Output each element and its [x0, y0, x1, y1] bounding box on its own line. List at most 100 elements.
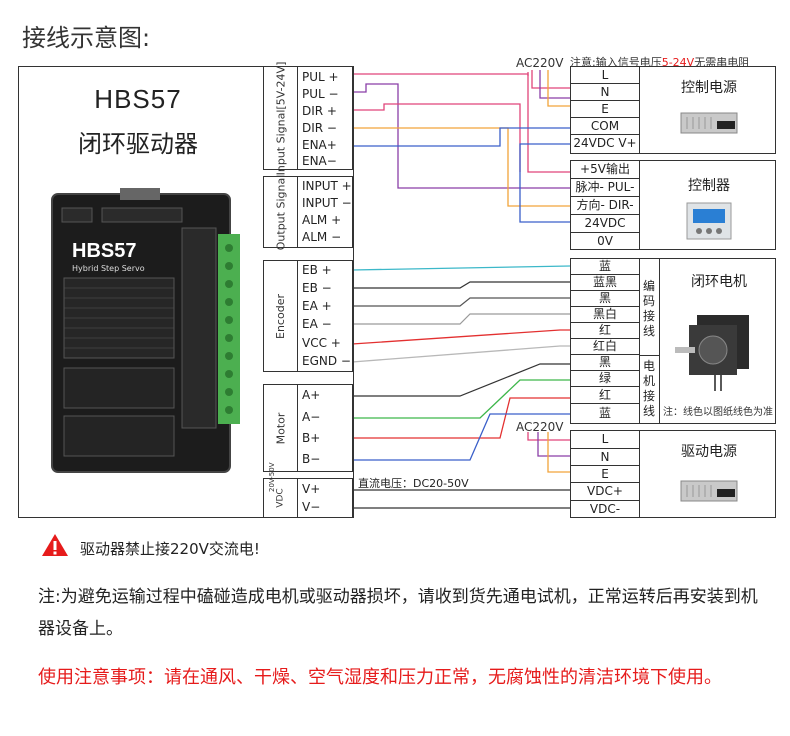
terminal-vcc-plus: VCC +	[302, 336, 341, 350]
ctrl-divider	[639, 161, 640, 249]
wire-pul-plus	[352, 73, 570, 173]
usage-note: 使用注意事项：请在通风、干燥、空气湿度和压力正常，无腐蚀性的清洁环境下使用。	[38, 667, 722, 688]
controller-title: 控制器	[688, 178, 730, 194]
photo-model: HBS57	[72, 240, 137, 262]
warning-text: 驱动器禁止接220V交流电!	[80, 540, 260, 558]
encoder-label: Encoder	[274, 293, 288, 339]
warning-icon	[42, 534, 68, 556]
controller-icon	[686, 202, 732, 240]
drive-power-supply-icon	[680, 480, 738, 502]
terminal-pul-minus: PUL −	[302, 87, 339, 101]
mw-cell-2: 黑	[571, 291, 639, 307]
terminal-ea-minus: EA −	[302, 317, 332, 331]
encoder-wiring-label: 编码接线	[642, 279, 655, 338]
dp-cell-l: L	[571, 431, 639, 449]
dc-voltage-label: 直流电压：DC20-50V	[358, 477, 469, 490]
cp-cell-l: L	[571, 67, 639, 84]
wire-ac2-n	[537, 432, 570, 457]
wire-24v	[519, 143, 570, 223]
driver-photo-image	[51, 188, 240, 473]
motor-label: Motor	[273, 412, 287, 444]
wire-vcc	[351, 329, 570, 345]
wire-eb-minus	[352, 281, 570, 289]
dp-cell-vdc-minus: VDC-	[589, 502, 621, 516]
cp-cell-com: COM	[571, 118, 639, 135]
ctrl-cell-0v: 0V	[597, 234, 613, 248]
terminal-v-plus: V+	[302, 482, 321, 496]
wire-ea-plus	[352, 297, 570, 307]
mw-cell-0: 蓝	[571, 259, 639, 275]
mw-cell-9: 蓝	[598, 406, 611, 420]
wire-ac2-l	[527, 432, 570, 441]
power-supply-icon	[680, 112, 738, 134]
wire-ac1-e	[547, 70, 570, 107]
terminal-eb-minus: EB −	[302, 281, 332, 295]
ctrl-cell-pul: 脉冲- PUL-	[571, 179, 639, 197]
encoder-group: Encoder EB + EB − EA + EA − VCC + EGND −	[263, 260, 353, 372]
wire-color-note: 注：线色以图纸线色为准	[663, 407, 773, 418]
wire-b-minus	[352, 413, 570, 461]
vdc-label-box: VDC	[264, 479, 298, 517]
drive-power-box: L N E VDC+ VDC- 驱动电源	[570, 430, 776, 518]
terminal-dir-plus: DIR +	[302, 104, 337, 118]
wire-eb-plus	[351, 265, 571, 271]
dp-cell-n: N	[571, 449, 639, 466]
mw-cell-5: 红白	[571, 339, 639, 355]
motor-wiring-box: 蓝 蓝黑 黑 黑白 红 红白 黑 绿 红 蓝 编码接线 电机接线 闭环电机 注：…	[570, 258, 776, 424]
ac-label-bottom: AC220V	[516, 420, 564, 434]
controller-box: +5V输出 脉冲- PUL- 方向- DIR- 24VDC 0V 控制器	[570, 160, 776, 250]
terminal-input-plus: INPUT +	[302, 179, 352, 193]
terminal-a-plus: A+	[302, 388, 321, 402]
wire-b-plus	[352, 397, 570, 439]
shipping-note: 注:为避免运输过程中磕碰造成电机或驱动器损坏，请收到货先通电试机，正常运转后再安…	[38, 587, 758, 639]
vdc-range-label: 20V-50V	[268, 462, 276, 492]
wire-dir-minus	[352, 127, 570, 207]
dp-divider	[639, 431, 640, 517]
wire-ena	[352, 127, 570, 147]
wire-ac2-e	[547, 432, 570, 473]
input-signal-label: Input Signal[5V-24V]	[274, 61, 288, 175]
ctrl-cell-5v: +5V输出	[571, 161, 639, 179]
terminal-ea-plus: EA +	[302, 299, 332, 313]
dp-cell-vdc-plus: VDC+	[571, 483, 639, 501]
mw-cell-3: 黑白	[571, 307, 639, 323]
terminal-ena-plus: ENA+	[302, 138, 337, 152]
input-signal-label-box: Input Signal[5V-24V]	[264, 61, 298, 175]
motor-group: Motor A+ A− B+ B−	[263, 384, 353, 472]
note-suffix: 无需串电阻	[694, 56, 750, 69]
encoder-label-box: Encoder	[264, 261, 298, 371]
cp-cell-e: E	[571, 101, 639, 118]
driver-photo: HBS57 Hybrid Step Servo	[42, 188, 252, 478]
dp-cell-e: E	[571, 466, 639, 483]
terminal-b-plus: B+	[302, 431, 321, 445]
terminal-alm-minus: ALM −	[302, 230, 342, 244]
terminal-dir-minus: DIR −	[302, 121, 337, 135]
ctrl-cell-dir: 方向- DIR-	[571, 197, 639, 215]
cp-cell-24v: 24VDC V+	[573, 136, 637, 150]
control-power-box: L N E COM 24VDC V+ 控制电源	[570, 66, 776, 154]
terminal-v-minus: V−	[302, 500, 321, 514]
page-title: 接线示意图:	[22, 24, 151, 52]
output-signal-group: Output Signal INPUT + INPUT − ALM + ALM …	[263, 174, 353, 250]
mw-divider-2	[659, 259, 660, 423]
cp-cell-n: N	[571, 84, 639, 101]
driver-subtitle: 闭环驱动器	[78, 130, 198, 158]
wire-a-plus	[352, 363, 570, 397]
motor-label-box: Motor	[264, 385, 298, 471]
wire-ac1-l	[531, 70, 570, 89]
wire-ac1-n	[539, 70, 570, 99]
ac-label-top: AC220V	[516, 56, 564, 70]
mw-cell-4: 红	[571, 323, 639, 339]
ctrl-cell-24v: 24VDC	[571, 215, 639, 233]
mw-cell-8: 红	[571, 387, 639, 404]
wire-a-minus	[352, 379, 570, 419]
cp-divider	[639, 67, 640, 153]
wire-ea-minus	[352, 313, 570, 325]
mw-cell-6: 黑	[571, 355, 639, 371]
output-signal-label: Output Signal	[274, 174, 287, 250]
drive-power-title: 驱动电源	[681, 444, 737, 460]
mw-cell-1: 蓝黑	[571, 275, 639, 291]
input-signal-group: Input Signal[5V-24V] PUL + PUL − DIR + D…	[263, 61, 353, 175]
wire-dir-plus	[352, 103, 521, 172]
